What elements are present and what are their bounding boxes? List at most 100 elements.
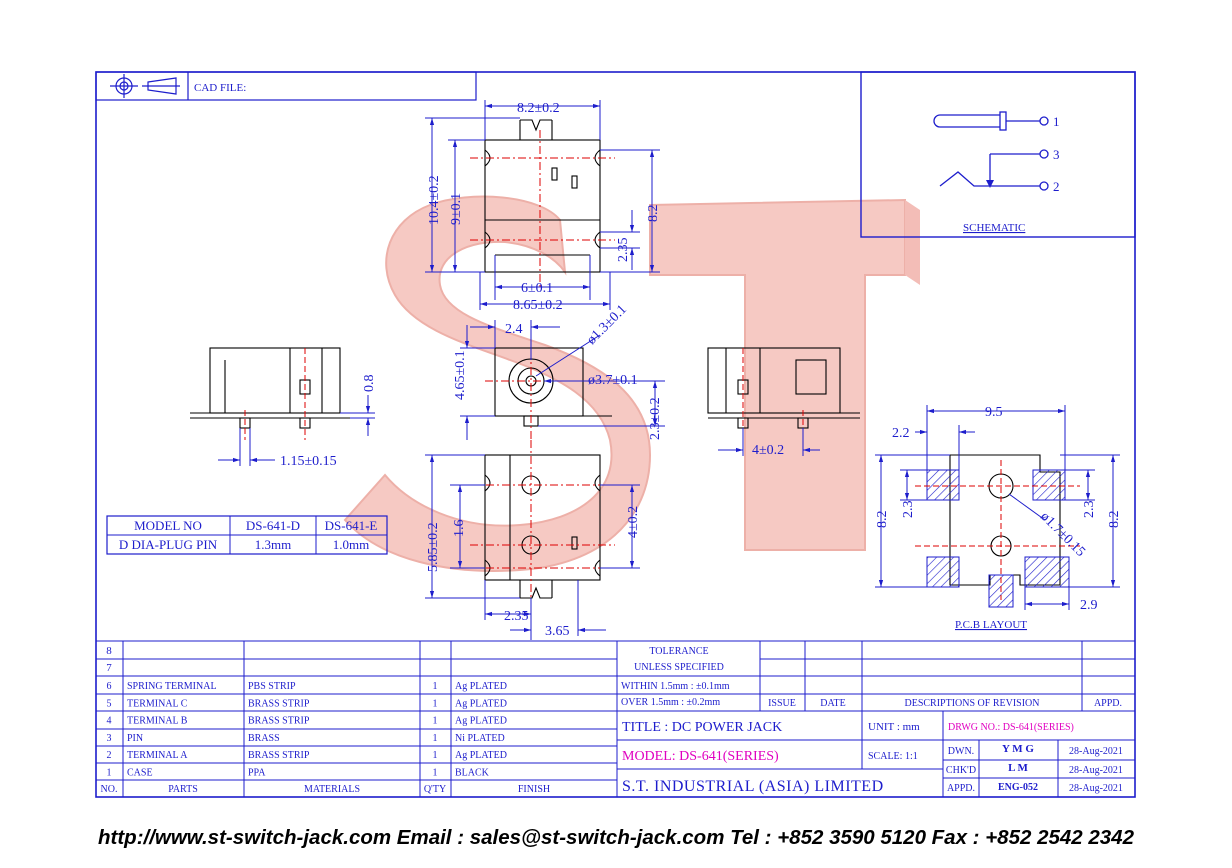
bom-cell-material: PBS STRIP bbox=[248, 681, 296, 692]
tolerance-within: WITHIN 1.5mm : ±0.1mm bbox=[621, 681, 730, 692]
bom-cell-part: CASE bbox=[127, 768, 153, 779]
dwn-date: 28-Aug-2021 bbox=[1069, 746, 1123, 757]
dim-right-small: 2.35 bbox=[616, 238, 631, 263]
dim-pin-offset: 1.15±0.15 bbox=[280, 454, 337, 469]
contact-footer: http://www.st-switch-jack.com Email : sa… bbox=[98, 826, 1134, 849]
dwn-label: DWN. bbox=[948, 746, 974, 757]
dim-pin-dist: 4±0.2 bbox=[752, 443, 784, 458]
bom-cell-part: SPRING TERMINAL bbox=[127, 681, 217, 692]
dim-offset: 2.4 bbox=[505, 322, 523, 337]
dim-front-height: 4.65±0.1 bbox=[453, 350, 468, 400]
bom-cell-part: PIN bbox=[127, 733, 143, 744]
top-view: 8.2±0.2 10.4±0.2 9±0.1 8.2 2.35 6±0.1 8.… bbox=[425, 100, 661, 313]
bom-cell-finish: Ag PLATED bbox=[455, 698, 507, 709]
bom-cell-part: TERMINAL C bbox=[127, 698, 188, 709]
chkd-value: L M bbox=[1008, 762, 1028, 774]
schematic-pin-3: 3 bbox=[1053, 147, 1060, 162]
bom-header-qty: Q'TY bbox=[424, 784, 446, 795]
model-header-0: MODEL NO bbox=[134, 518, 202, 533]
pcb-dim-hole: ø1.7±0.15 bbox=[1037, 509, 1088, 560]
bom-cell-no: 4 bbox=[107, 716, 112, 727]
dim-height-total: 10.4±0.2 bbox=[427, 175, 442, 225]
bom-table bbox=[96, 640, 1135, 797]
bom-cell-finish: Ag PLATED bbox=[455, 750, 507, 761]
model-table: MODEL NO DS-641-D DS-641-E D DIA-PLUG PI… bbox=[106, 515, 388, 555]
model-row-0: D DIA-PLUG PIN bbox=[119, 537, 218, 552]
bom-cell-no: 1 bbox=[107, 768, 112, 779]
pcb-dim-right-h1: 2.3 bbox=[1082, 501, 1097, 519]
drwg-no: DRWG NO.: DS-641(SERIES) bbox=[948, 722, 1074, 733]
bom-header: NO. PARTS MATERIALS Q'TY FINISH bbox=[101, 784, 551, 795]
pcb-dim-left-h1: 8.2 bbox=[875, 511, 890, 529]
schematic: 1 3 2 SCHEMATIC bbox=[860, 71, 1136, 238]
appd-value: ENG-052 bbox=[998, 782, 1038, 793]
chkd-label: CHK'D bbox=[946, 765, 976, 776]
bom-header-materials: MATERIALS bbox=[304, 784, 360, 795]
bom-row: 3 PIN BRASS 1 Ni PLATED bbox=[107, 733, 505, 744]
dim-inner-width: 6±0.1 bbox=[521, 281, 553, 296]
bom-cell-no: 2 bbox=[107, 750, 112, 761]
model-row-1: 1.3mm bbox=[255, 537, 291, 552]
appd-label: APPD. bbox=[947, 783, 975, 794]
bom-row: 2 TERMINAL A BRASS STRIP 1 Ag PLATED bbox=[107, 750, 507, 761]
bom-cell-finish: Ag PLATED bbox=[455, 681, 507, 692]
bom-cell-part: TERMINAL B bbox=[127, 716, 188, 727]
appd-date: 28-Aug-2021 bbox=[1069, 783, 1123, 794]
pcb-dim-left-pad: 2.2 bbox=[892, 426, 910, 441]
bom-cell-material: BRASS STRIP bbox=[248, 716, 310, 727]
pcb-dim-width: 9.5 bbox=[985, 405, 1003, 420]
bom-empty-rows: 8 7 bbox=[106, 645, 112, 674]
bom-cell-no: 6 bbox=[107, 681, 112, 692]
bom-cell-part: TERMINAL A bbox=[127, 750, 188, 761]
dim-height-inner: 9±0.1 bbox=[449, 193, 464, 225]
bom-cell-material: BRASS STRIP bbox=[248, 750, 310, 761]
bom-cell-no: 3 bbox=[107, 733, 112, 744]
dwn-value: Y M G bbox=[1002, 743, 1034, 755]
company-name: S.T. INDUSTRIAL (ASIA) LIMITED bbox=[622, 778, 884, 795]
dim-pin-dia: ø1.3±0.1 bbox=[584, 302, 630, 348]
dim-bottom-height: 5.85±0.2 bbox=[426, 522, 441, 572]
chkd-date: 28-Aug-2021 bbox=[1069, 765, 1123, 776]
bom-cell-finish: Ni PLATED bbox=[455, 733, 505, 744]
dim-standoff: 0.8 bbox=[362, 375, 377, 393]
bom-cell-material: BRASS bbox=[248, 733, 280, 744]
bom-cell-no: 5 bbox=[107, 698, 112, 709]
model-header-2: DS-641-E bbox=[325, 518, 378, 533]
revision-appd: APPD. bbox=[1094, 698, 1122, 709]
watermark-st bbox=[343, 195, 920, 572]
bom-cell-qty: 1 bbox=[433, 750, 438, 761]
tolerance-line2: UNLESS SPECIFIED bbox=[634, 662, 724, 673]
bottom-view: 5.85±0.2 1.6 4±0.2 2.35 3.65 bbox=[425, 440, 641, 640]
scale-text: SCALE: 1:1 bbox=[868, 751, 918, 762]
model-row-2: 1.0mm bbox=[333, 537, 369, 552]
dim-bottom-w2: 3.65 bbox=[545, 624, 570, 639]
tolerance-revision-grid bbox=[617, 641, 1135, 712]
unit-text: UNIT : mm bbox=[868, 721, 920, 733]
model-text: MODEL: DS-641(SERIES) bbox=[622, 749, 779, 764]
bom-cell-qty: 1 bbox=[433, 733, 438, 744]
tolerance-line1: TOLERANCE bbox=[649, 646, 708, 657]
dim-pin-height: 2.3±0.2 bbox=[648, 397, 663, 440]
model-header-1: DS-641-D bbox=[246, 518, 300, 533]
bom-row-no: 7 bbox=[106, 662, 112, 674]
bom-cell-qty: 1 bbox=[433, 768, 438, 779]
bom-row-no: 8 bbox=[106, 645, 112, 657]
dim-bottom-w1: 2.35 bbox=[504, 609, 529, 624]
left-view: 0.8 1.15±0.15 bbox=[190, 347, 377, 469]
right-view: 4±0.2 bbox=[707, 347, 860, 458]
title-block-grid bbox=[617, 711, 1135, 797]
projection-symbol-icon bbox=[110, 74, 180, 98]
pcb-dim-pad-offset: 2.9 bbox=[1080, 598, 1098, 613]
revision-issue: ISSUE bbox=[768, 698, 796, 709]
schematic-pin-1: 1 bbox=[1053, 114, 1060, 129]
tolerance-over: OVER 1.5mm : ±0.2mm bbox=[621, 697, 720, 708]
dim-right-height: 8.2 bbox=[646, 205, 661, 223]
pcb-dim-right-h2: 8.2 bbox=[1107, 511, 1122, 529]
bom-cell-finish: Ag PLATED bbox=[455, 716, 507, 727]
bom-header-finish: FINISH bbox=[518, 784, 550, 795]
bom-cell-material: BRASS STRIP bbox=[248, 698, 310, 709]
revision-date: DATE bbox=[820, 698, 846, 709]
